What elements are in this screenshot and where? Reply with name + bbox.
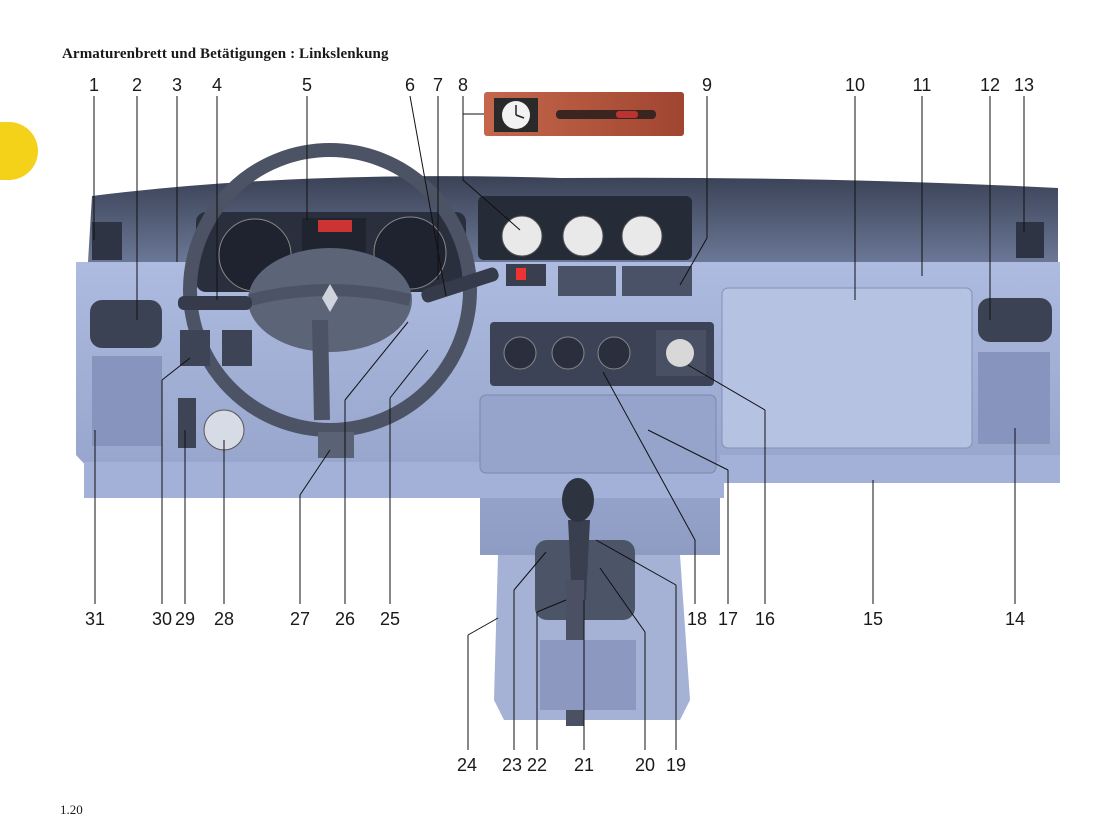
- callout-13: 13: [1014, 76, 1034, 94]
- callout-26: 26: [335, 610, 355, 628]
- callout-20: 20: [635, 756, 655, 774]
- callout-18: 18: [687, 610, 707, 628]
- gear-knob: [562, 478, 594, 522]
- page-number: 1.20: [60, 802, 83, 818]
- callout-23: 23: [502, 756, 522, 774]
- callout-31: 31: [85, 610, 105, 628]
- callout-3: 3: [172, 76, 182, 94]
- callout-24: 24: [457, 756, 477, 774]
- vent-left: [90, 300, 162, 348]
- callout-17: 17: [718, 610, 738, 628]
- callout-10: 10: [845, 76, 865, 94]
- callout-4: 4: [212, 76, 222, 94]
- callout-12: 12: [980, 76, 1000, 94]
- vent-left-top: [92, 222, 122, 260]
- callout-1: 1: [89, 76, 99, 94]
- callout-30: 30: [152, 610, 172, 628]
- vent-center-left: [558, 266, 616, 296]
- callout-19: 19: [666, 756, 686, 774]
- callout-11: 11: [913, 76, 932, 94]
- callout-8: 8: [458, 76, 468, 94]
- callout-28: 28: [214, 610, 234, 628]
- callout-7: 7: [433, 76, 443, 94]
- bonnet-release: [318, 432, 354, 458]
- callout-16: 16: [755, 610, 775, 628]
- speaker-right: [978, 352, 1050, 444]
- vent-right-top: [1016, 222, 1044, 258]
- callout-15: 15: [863, 610, 883, 628]
- light-switch: [178, 398, 196, 448]
- callout-22: 22: [527, 756, 547, 774]
- clock-inset: [484, 92, 684, 136]
- dash-lower-right: [720, 455, 1060, 483]
- callout-21: 21: [574, 756, 594, 774]
- callout-25: 25: [380, 610, 400, 628]
- callout-29: 29: [175, 610, 195, 628]
- callout-27: 27: [290, 610, 310, 628]
- speaker-left: [92, 356, 162, 446]
- callout-6: 6: [405, 76, 415, 94]
- storage-tray: [480, 395, 716, 473]
- callout-9: 9: [702, 76, 712, 94]
- vent-right: [978, 298, 1052, 342]
- glovebox: [722, 288, 972, 448]
- callout-5: 5: [302, 76, 312, 94]
- vent-center-right: [622, 266, 692, 296]
- left-stalk: [178, 296, 252, 310]
- callout-2: 2: [132, 76, 142, 94]
- callout-14: 14: [1005, 610, 1025, 628]
